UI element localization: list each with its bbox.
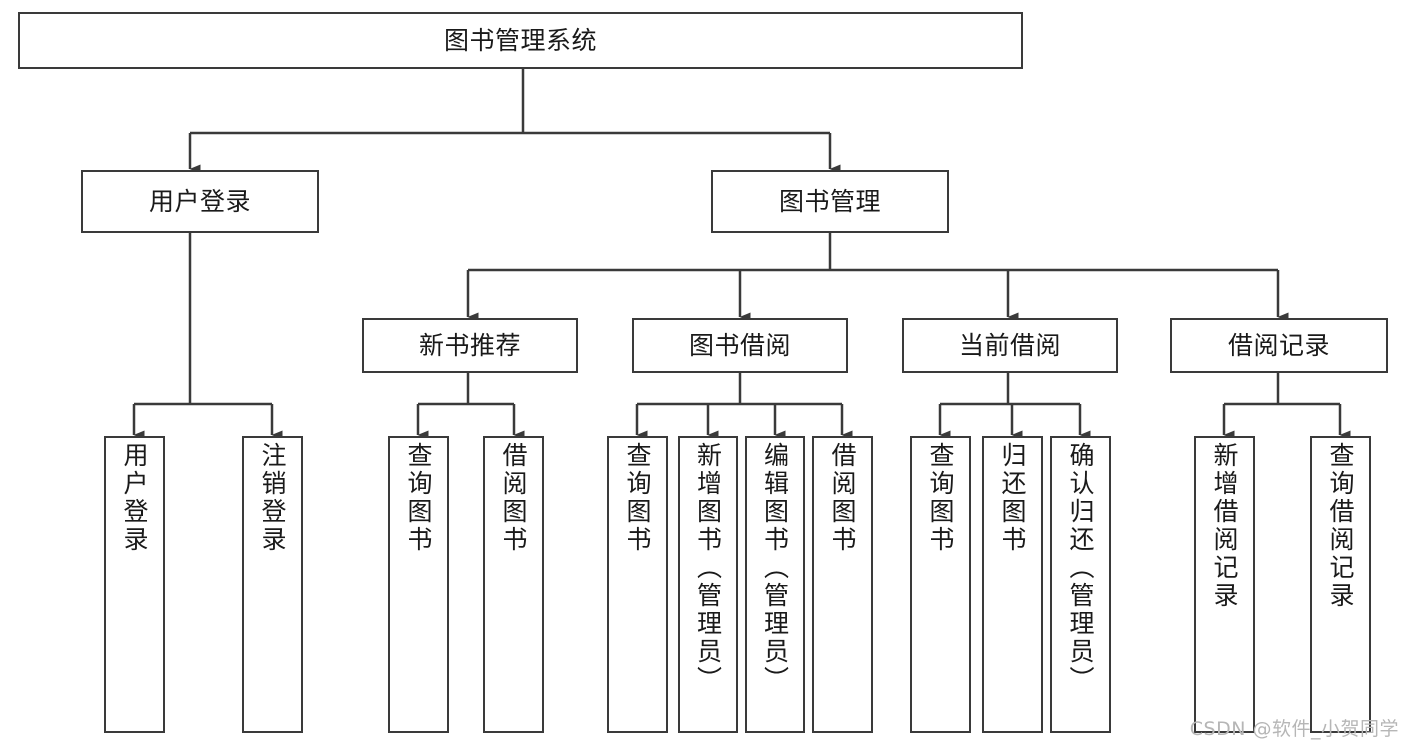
leaf-user-login[interactable]: 用户登录 xyxy=(104,436,165,733)
leaf-query-book-borrow-label: 查询图书 xyxy=(623,442,652,554)
node-current-borrow-label: 当前借阅 xyxy=(958,330,1061,360)
node-current-borrow[interactable]: 当前借阅 xyxy=(902,318,1118,373)
leaf-add-borrow-record[interactable]: 新增借阅记录 xyxy=(1194,436,1255,733)
node-book-management-label: 图书管理 xyxy=(778,186,881,216)
leaf-confirm-return-admin[interactable]: 确认归还（管理员） xyxy=(1050,436,1111,733)
leaf-edit-book-admin[interactable]: 编辑图书（管理员） xyxy=(745,436,805,733)
leaf-query-borrow-record[interactable]: 查询借阅记录 xyxy=(1310,436,1371,733)
leaf-query-book-current-label: 查询图书 xyxy=(926,442,955,554)
leaf-borrow-book[interactable]: 借阅图书 xyxy=(812,436,873,733)
node-book-borrow-label: 图书借阅 xyxy=(688,330,791,360)
node-user-login-label: 用户登录 xyxy=(148,186,251,216)
leaf-return-book[interactable]: 归还图书 xyxy=(982,436,1043,733)
node-book-management[interactable]: 图书管理 xyxy=(711,170,949,233)
edge-group xyxy=(132,69,1351,440)
node-new-book-recommend[interactable]: 新书推荐 xyxy=(362,318,578,373)
node-borrow-record-label: 借阅记录 xyxy=(1227,330,1330,360)
leaf-borrow-book-label: 借阅图书 xyxy=(828,442,857,554)
node-user-login[interactable]: 用户登录 xyxy=(81,170,319,233)
leaf-confirm-return-admin-label: 确认归还（管理员） xyxy=(1066,442,1095,694)
leaf-borrow-book-new-label: 借阅图书 xyxy=(499,442,528,554)
node-borrow-record[interactable]: 借阅记录 xyxy=(1170,318,1388,373)
leaf-return-book-label: 归还图书 xyxy=(998,442,1027,554)
leaf-add-book-admin-label: 新增图书（管理员） xyxy=(693,442,723,694)
leaf-query-book-new-label: 查询图书 xyxy=(404,442,433,554)
leaf-query-book-current[interactable]: 查询图书 xyxy=(910,436,971,733)
leaf-add-book-admin[interactable]: 新增图书（管理员） xyxy=(678,436,738,733)
leaf-add-borrow-record-label: 新增借阅记录 xyxy=(1210,442,1239,610)
leaf-query-book-new[interactable]: 查询图书 xyxy=(388,436,449,733)
leaf-edit-book-admin-label: 编辑图书（管理员） xyxy=(760,442,790,694)
leaf-query-book-borrow[interactable]: 查询图书 xyxy=(607,436,668,733)
leaf-borrow-book-new[interactable]: 借阅图书 xyxy=(483,436,544,733)
node-root[interactable]: 图书管理系统 xyxy=(18,12,1023,69)
leaf-user-login-label: 用户登录 xyxy=(120,442,149,554)
node-book-borrow[interactable]: 图书借阅 xyxy=(632,318,848,373)
watermark: CSDN @软件_小贺同学 xyxy=(1189,718,1399,740)
leaf-user-logout-label: 注销登录 xyxy=(258,442,287,554)
node-new-book-recommend-label: 新书推荐 xyxy=(418,330,521,360)
node-root-label: 图书管理系统 xyxy=(443,25,597,55)
leaf-user-logout[interactable]: 注销登录 xyxy=(242,436,303,733)
leaf-query-borrow-record-label: 查询借阅记录 xyxy=(1326,442,1355,610)
